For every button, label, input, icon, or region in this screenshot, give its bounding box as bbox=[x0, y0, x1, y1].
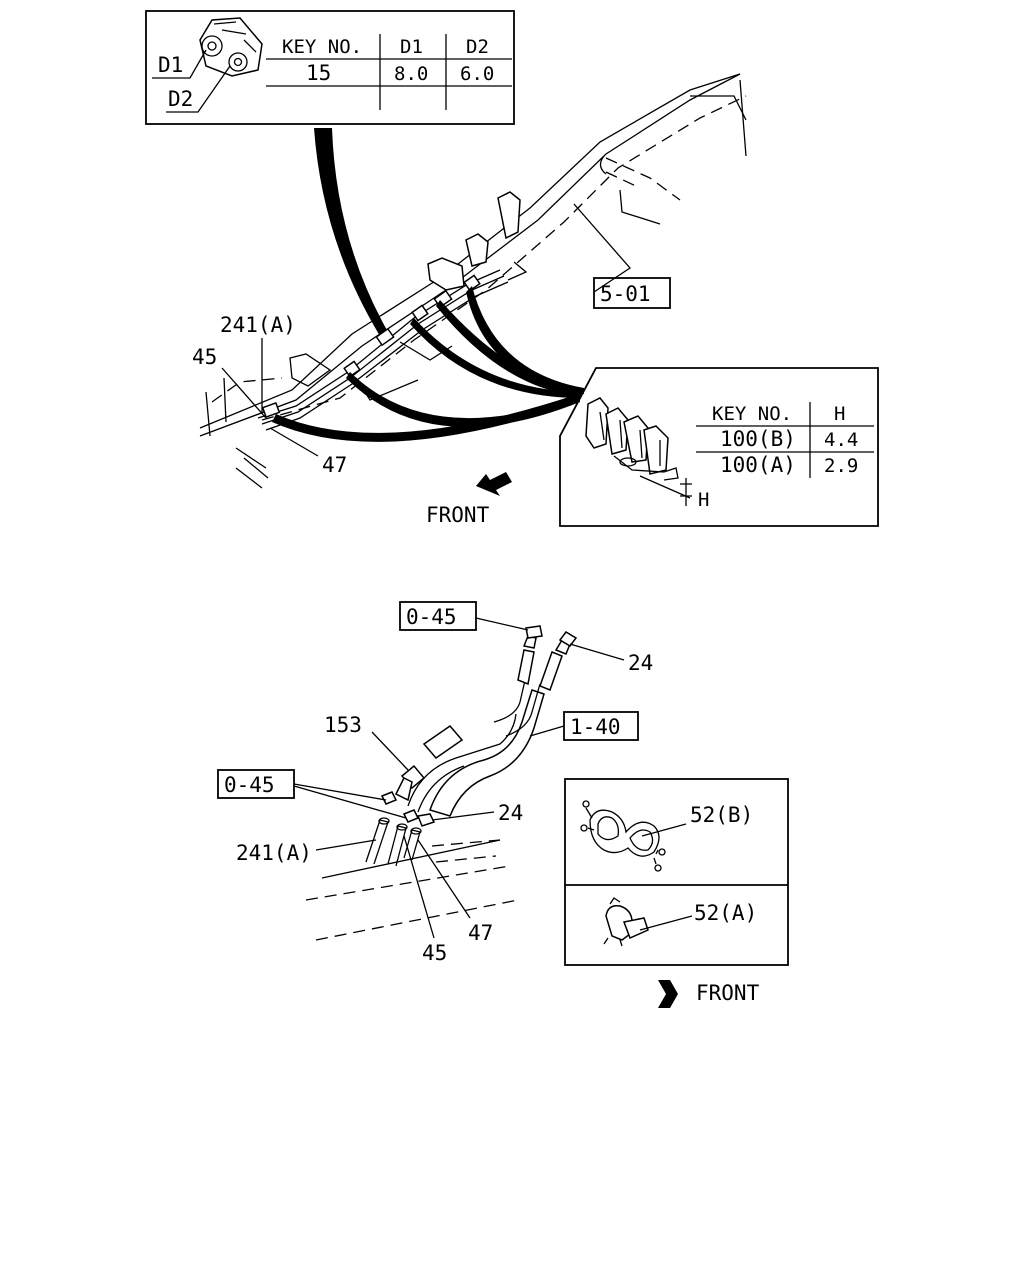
clip-height-inset: H KEY NO. H 100(B) 4.4 100(A) 2.9 bbox=[559, 367, 879, 527]
leader-0-45-left-b bbox=[293, 785, 407, 819]
pointer-band-top bbox=[314, 128, 388, 336]
right-table-row1-h: 4.4 bbox=[824, 429, 858, 451]
frame-rail bbox=[199, 73, 747, 489]
top-table-d1-value: 8.0 bbox=[394, 63, 428, 85]
leader-24-top bbox=[569, 643, 625, 661]
d2-leader bbox=[166, 65, 231, 113]
d1-leader bbox=[152, 49, 207, 79]
d1-label: D1 bbox=[158, 53, 183, 77]
label-45-bottom: 45 bbox=[422, 941, 447, 965]
front-label-bottom: FRONT bbox=[696, 981, 760, 1005]
front-arrow-bottom-icon bbox=[658, 980, 678, 1008]
ref-box-5-01 bbox=[593, 277, 671, 309]
label-241a-top: 241(A) bbox=[220, 313, 296, 337]
top-table-key-value: 15 bbox=[306, 61, 331, 85]
leader-1-40 bbox=[529, 725, 565, 737]
leader-47-top bbox=[269, 427, 319, 457]
right-table-row1-key: 100(B) bbox=[720, 427, 796, 451]
clip-52a-icon bbox=[603, 897, 649, 947]
right-table-header-h: H bbox=[834, 403, 845, 425]
pointer-bands-right bbox=[272, 286, 584, 442]
label-24-mid: 24 bbox=[498, 801, 523, 825]
ref-label-1-40: 1-40 bbox=[570, 715, 621, 739]
clamp-dimension-inset: D1 D2 KEY NO. D1 D2 15 8.0 6.0 bbox=[145, 10, 515, 125]
right-table-header-key: KEY NO. bbox=[712, 403, 792, 425]
leader-45-top bbox=[221, 367, 267, 419]
ref-box-0-45-top bbox=[399, 601, 477, 631]
ref-label-5-01: 5-01 bbox=[600, 282, 651, 306]
label-47-bottom: 47 bbox=[468, 921, 493, 945]
label-52b: 52(B) bbox=[690, 803, 753, 827]
clip-52b-icon bbox=[580, 800, 666, 872]
top-table-header-d1: D1 bbox=[400, 36, 423, 58]
right-table-row2-key: 100(A) bbox=[720, 453, 796, 477]
right-table-row2-h: 2.9 bbox=[824, 455, 858, 477]
ref-label-0-45-top: 0-45 bbox=[406, 605, 457, 629]
leader-24-mid bbox=[431, 811, 495, 821]
ref-label-0-45-left: 0-45 bbox=[224, 773, 275, 797]
label-47-top: 47 bbox=[322, 453, 347, 477]
h-dim-label: H bbox=[698, 489, 709, 511]
inset-frame bbox=[145, 10, 515, 125]
label-153: 153 bbox=[324, 713, 362, 737]
front-arrow-icon bbox=[476, 472, 512, 496]
top-table-d2-value: 6.0 bbox=[460, 63, 494, 85]
hose-assembly bbox=[305, 625, 578, 941]
label-241a-bottom: 241(A) bbox=[236, 841, 312, 865]
clip-types-inset: 52(B) 52(A) bbox=[564, 778, 789, 966]
leader-0-45-left-a bbox=[293, 783, 387, 801]
double-clamp-icon bbox=[199, 17, 263, 77]
leader-241a-bottom bbox=[315, 839, 377, 851]
top-table-header-d2: D2 bbox=[466, 36, 489, 58]
h-dimension bbox=[680, 478, 692, 506]
leader-47-bottom bbox=[417, 839, 471, 919]
leader-45-bottom bbox=[403, 835, 435, 939]
top-table-header-key: KEY NO. bbox=[282, 36, 362, 58]
leader-153 bbox=[371, 731, 409, 771]
d2-label: D2 bbox=[168, 87, 193, 111]
front-label-top: FRONT bbox=[426, 503, 490, 527]
label-24-top: 24 bbox=[628, 651, 653, 675]
label-45-top: 45 bbox=[192, 345, 217, 369]
clip-inset-frame bbox=[564, 778, 789, 966]
inset-frame-right bbox=[559, 367, 879, 527]
label-52a: 52(A) bbox=[694, 901, 757, 925]
multi-clip-icon bbox=[585, 397, 691, 499]
leader-0-45-top bbox=[475, 617, 529, 631]
ref-5-01-leader bbox=[573, 203, 631, 293]
